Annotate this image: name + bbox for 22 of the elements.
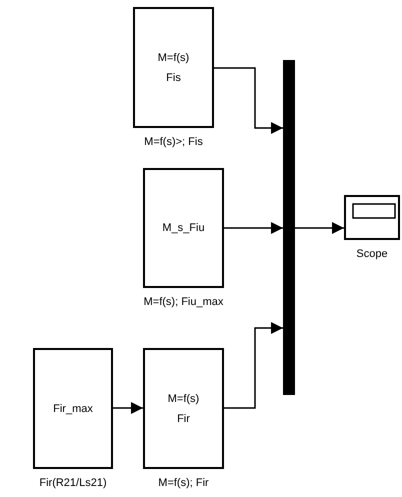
block-label: M=f(s) — [168, 392, 200, 406]
signal-arrow — [214, 67, 283, 134]
signal-arrow — [224, 322, 283, 409]
scope-block — [344, 195, 400, 240]
signal-arrow — [224, 222, 283, 234]
signal-arrow — [113, 402, 143, 414]
signal-arrow — [295, 222, 344, 234]
block-label: Fis — [166, 70, 181, 86]
block-caption: Fir(R21/Ls21) — [39, 476, 107, 490]
block-label: M_s_Fiu — [162, 221, 205, 236]
subsystem-block — [33, 348, 113, 469]
subsystem-block — [143, 168, 224, 288]
block-label: M=f(s) — [158, 50, 190, 66]
block-caption: Scope — [356, 247, 388, 261]
block-caption: M=f(s); Fir — [158, 476, 209, 490]
subsystem-block — [133, 7, 214, 128]
subsystem-block — [143, 348, 224, 469]
block-label: Fir_max — [53, 402, 93, 416]
mux-bar — [283, 60, 295, 395]
block-caption: M=f(s)>; Fis — [144, 135, 203, 149]
block-label: Fir — [177, 412, 190, 426]
block-caption: M=f(s); Fiu_max — [144, 295, 224, 309]
